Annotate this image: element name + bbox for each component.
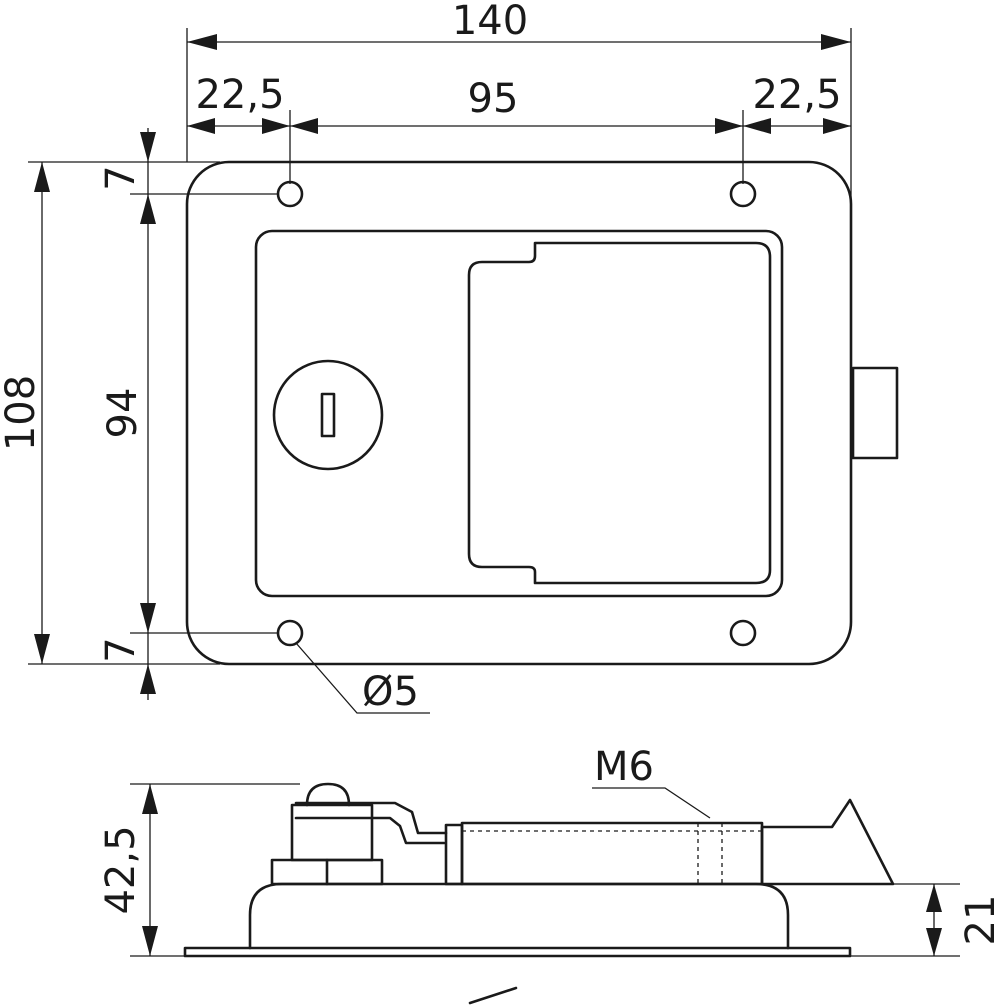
mounting-plate [185,160,853,666]
dim-hole-diameter: Ø5 [362,669,419,715]
latch-bolt [851,366,899,460]
dim-thread: M6 [594,744,654,790]
dim-bottom-offset: 7 [98,637,144,662]
mounting-hole-bottom-left [276,619,304,647]
bracket [444,823,464,886]
dim-right-offset: 22,5 [752,72,841,118]
lock-cylinder [272,359,384,471]
side-view-dimensions: M6 42,5 21 [98,744,1000,957]
base-plate [183,946,852,958]
dim-overall-height: 108 [0,375,44,451]
dim-total-height: 42,5 [98,825,144,914]
dim-top-offset: 7 [98,165,144,190]
mounting-hole-top-right [729,180,757,208]
lock-cylinder-side [290,803,374,862]
dim-overall-width: 140 [452,0,528,44]
leader-thread [592,787,711,819]
latch-hook [760,798,895,886]
mounting-hole-bottom-right [729,619,757,647]
dim-hole-height-spacing: 94 [100,388,146,439]
side-view [183,782,895,1005]
key-slot-icon [320,392,336,438]
dim-hole-spacing: 95 [468,76,519,122]
recess-panel [254,229,784,598]
latch-bolt-body [460,821,764,886]
mounting-hole-top-left [276,180,304,208]
top-view [185,160,899,666]
dim-left-offset: 22,5 [195,72,284,118]
dim-body-height: 21 [958,895,1000,946]
top-view-dimensions: 140 22,5 95 22,5 108 94 7 7 Ø5 [0,0,852,715]
housing-body [248,882,790,950]
leader-hole-diameter [295,642,430,714]
lock-cap [305,782,351,807]
paddle-handle [467,241,772,585]
linkage-arm [294,816,446,845]
